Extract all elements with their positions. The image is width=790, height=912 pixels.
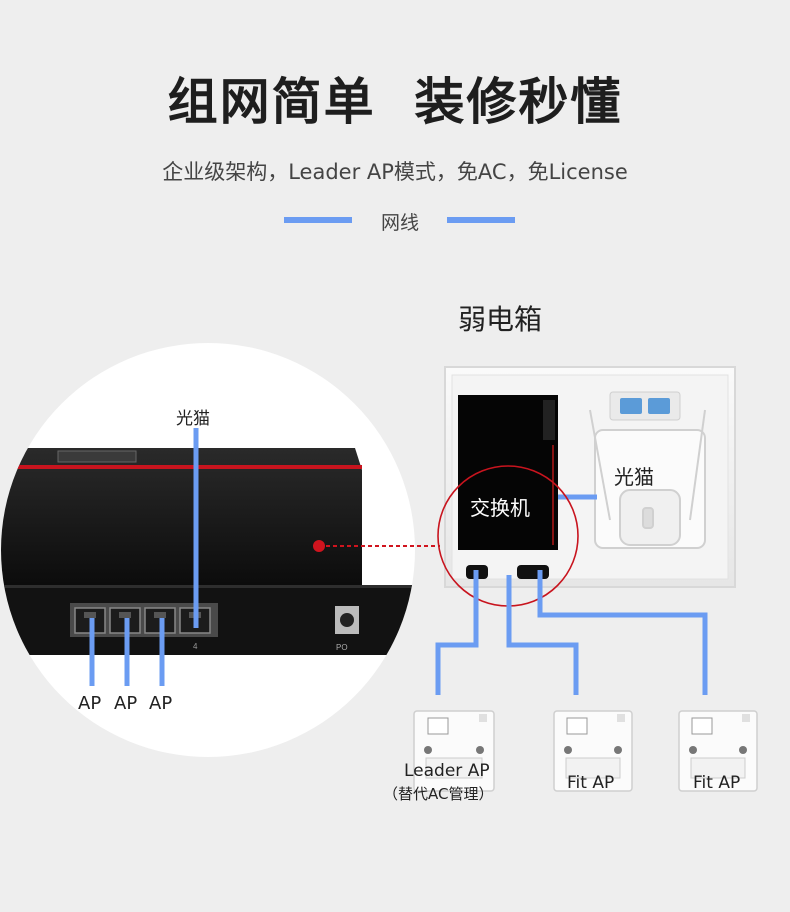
switch-brand-logo <box>57 450 137 463</box>
ap-port-label: AP <box>78 693 102 714</box>
ap-port-label: AP <box>149 693 173 714</box>
switch-red-stripe <box>1 465 362 469</box>
zoom-modem-label: 光猫 <box>176 409 210 429</box>
page-title: 组网简单 装修秒懂 <box>167 73 623 131</box>
power-label: PO <box>336 643 348 652</box>
legend-label: 网线 <box>380 212 419 234</box>
port-number: 4 <box>193 642 198 651</box>
fit-ap-label: Fit AP <box>567 773 615 793</box>
box-switch <box>458 395 558 550</box>
box-modem <box>589 409 706 549</box>
leader-ap-label: Leader AP <box>404 761 490 781</box>
leader-ap-sublabel: （替代AC管理） <box>383 785 494 803</box>
legend-line-left <box>284 217 352 223</box>
ap-device-fit-1 <box>553 710 633 792</box>
zoom-circle: PO 4 <box>1 343 415 757</box>
ap-device-fit-2 <box>678 710 758 792</box>
box-port-hole <box>517 565 549 579</box>
legend-line-right <box>447 217 515 223</box>
modem-label: 光猫 <box>614 465 654 489</box>
zoom-cables <box>89 428 199 686</box>
weak-current-box <box>437 366 736 607</box>
ap-cables <box>435 570 708 695</box>
page-subtitle: 企业级架构，Leader AP模式，免AC，免License <box>162 160 628 184</box>
switch-top-surface <box>1 448 362 585</box>
box-switch-logo <box>543 400 555 440</box>
switch-label: 交换机 <box>470 496 530 520</box>
zoom-pointer-dot <box>313 540 325 552</box>
cable-leader-ap <box>435 570 479 695</box>
fit-ap-label: Fit AP <box>693 773 741 793</box>
cable-fit-ap-2 <box>537 570 708 695</box>
ap-device-leader <box>413 710 495 792</box>
box-title: 弱电箱 <box>457 303 542 336</box>
cable-fit-ap-1 <box>506 575 579 695</box>
ap-port-label: AP <box>114 693 138 714</box>
box-power-socket <box>609 391 681 421</box>
